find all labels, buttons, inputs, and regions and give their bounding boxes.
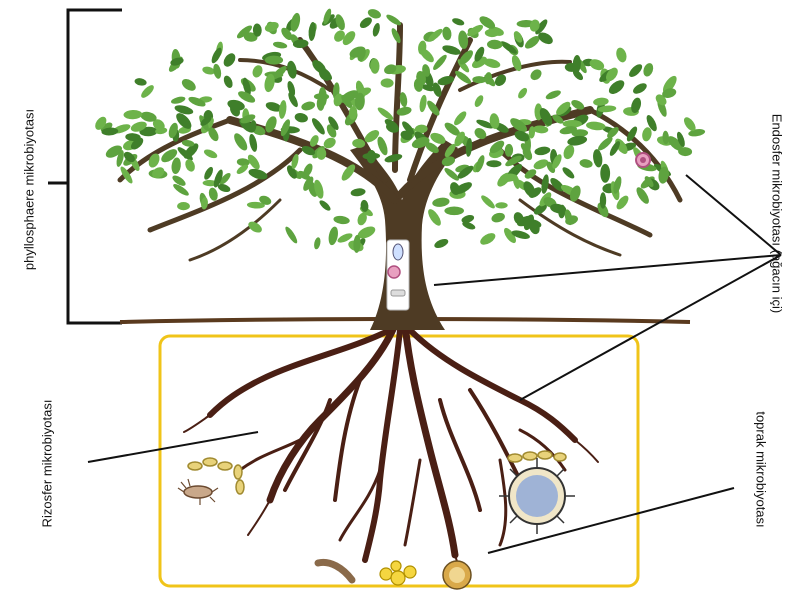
leaf — [478, 231, 497, 247]
leaf — [286, 60, 298, 79]
leaf — [579, 158, 594, 169]
leaf — [314, 93, 329, 100]
leaf — [294, 112, 309, 124]
leaf — [208, 187, 220, 202]
leaf — [232, 131, 250, 152]
leaf — [212, 63, 222, 79]
leaf — [631, 81, 648, 96]
leaf — [479, 194, 496, 211]
leaf — [381, 78, 394, 87]
leaf — [516, 86, 529, 100]
leaf — [300, 100, 316, 112]
leaf — [528, 67, 543, 82]
leaf — [251, 64, 264, 79]
leaf — [453, 69, 473, 86]
leaf — [540, 174, 550, 194]
leaf — [592, 149, 603, 168]
microbe-virus-icon — [499, 458, 575, 534]
leaf — [222, 74, 234, 89]
leaf — [441, 26, 452, 41]
leaf — [226, 98, 246, 112]
microbe-flagellate-icon — [178, 479, 218, 505]
leaf — [486, 160, 501, 167]
leaf — [171, 157, 182, 175]
leaf — [641, 126, 653, 142]
leaf — [487, 40, 503, 50]
leaf — [318, 199, 332, 213]
leaf — [170, 95, 186, 105]
leaf — [534, 145, 551, 156]
leaf — [562, 143, 577, 160]
leaf — [490, 211, 506, 224]
leaf — [545, 89, 563, 102]
leaf — [350, 187, 366, 197]
phyllosphere-bracket — [48, 10, 122, 323]
leaf — [265, 56, 283, 65]
leaf — [272, 41, 287, 50]
leaf — [333, 215, 350, 225]
leaf — [433, 237, 450, 250]
leaf — [627, 62, 644, 79]
leaf — [495, 202, 508, 208]
leaf — [473, 94, 485, 108]
trunk-microbe-panel — [387, 240, 409, 310]
soil-label: toprak mikrobiyotası — [754, 380, 769, 560]
leaf — [283, 225, 299, 245]
leaf — [177, 202, 190, 210]
leaf — [134, 77, 147, 86]
leaf — [452, 109, 468, 127]
leaf — [310, 116, 327, 136]
leaf — [593, 97, 609, 106]
leaf — [180, 77, 198, 94]
leaf — [561, 165, 576, 180]
leaf — [139, 83, 156, 100]
leaf — [327, 226, 339, 246]
leaf — [358, 15, 374, 30]
leaf — [451, 17, 465, 27]
leaf — [203, 148, 219, 160]
leaf — [418, 94, 427, 112]
leaf — [600, 192, 606, 208]
leaf — [278, 100, 287, 120]
leaf — [202, 166, 214, 181]
canopy-microbe-icon — [636, 153, 650, 167]
leaf — [376, 106, 395, 122]
microbe-vibrio-icon — [318, 562, 352, 580]
rhizosphere-label: Rizosfer mikrobiyotası — [40, 379, 55, 549]
leaf — [431, 53, 448, 72]
leaf — [221, 51, 238, 69]
microbe-cluster-icon — [380, 561, 416, 585]
leaf — [615, 46, 629, 63]
phyllosphere-label: phyllosphaere mikrobiyotası — [22, 90, 37, 290]
leaf — [375, 135, 389, 156]
leaf — [600, 164, 610, 183]
endosphere-label: Endosfer mikrobiyotası (ağacın içi) — [770, 89, 785, 339]
microbe-spore-icon — [443, 561, 471, 589]
leaf — [426, 207, 444, 228]
leaf — [432, 197, 450, 208]
leaf — [248, 133, 259, 152]
leaf — [385, 13, 403, 27]
leaf — [123, 110, 142, 120]
leaf — [441, 43, 462, 56]
leaf — [642, 62, 655, 78]
leaf — [313, 237, 321, 250]
leaf — [184, 158, 197, 173]
leaf — [372, 22, 382, 37]
leaf — [444, 207, 464, 216]
leaf — [174, 104, 195, 117]
